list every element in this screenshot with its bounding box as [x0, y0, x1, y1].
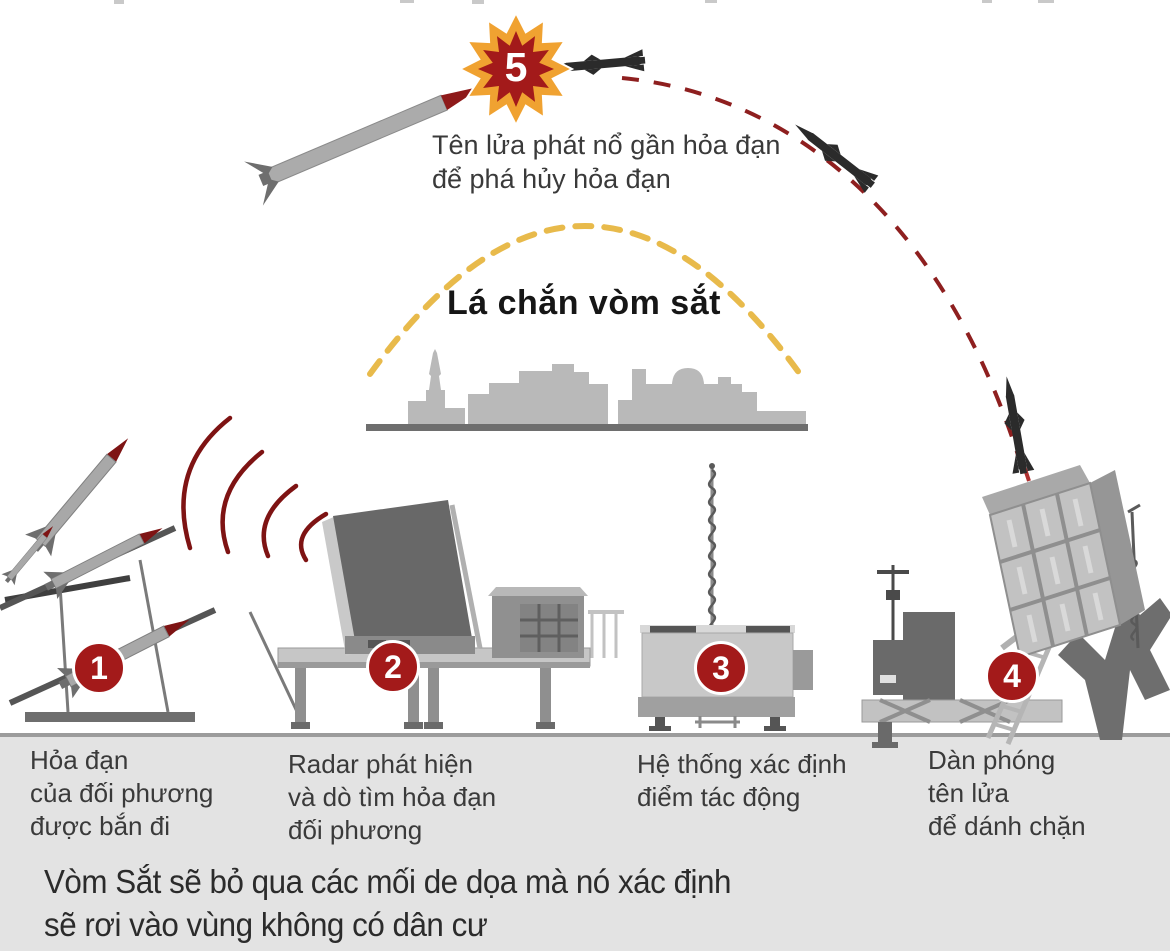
step-4-number: 4 [1003, 657, 1021, 694]
step-2-badge: 2 [366, 640, 420, 694]
step-2-caption: Radar phát hiện và dò tìm hỏa đạn đối ph… [288, 748, 496, 847]
caption-line: để dánh chặn [928, 811, 1086, 841]
step-1-caption: Hỏa đạn của đối phương được bắn đi [30, 744, 213, 843]
footer-statement: Vòm Sắt sẽ bỏ qua các mối de dọa mà nó x… [44, 860, 731, 946]
step-4-caption: Dàn phóng tên lửa để dánh chặn [928, 744, 1086, 843]
cropped-text-artifact [114, 0, 124, 4]
cropped-text-artifact [705, 0, 717, 3]
caption-line: Tên lửa phát nổ gần hỏa đạn [432, 130, 781, 160]
city-skyline-icon [366, 349, 808, 431]
explosion-burst-icon [457, 10, 575, 128]
step-5-caption: Tên lửa phát nổ gần hỏa đạn để phá hủy h… [432, 128, 780, 196]
step-3-number: 3 [712, 649, 730, 686]
cropped-text-artifact [982, 0, 992, 3]
interceptor-launcher-icon [861, 465, 1170, 748]
caption-line: điểm tác động [637, 782, 801, 812]
step-4-badge: 4 [985, 649, 1039, 703]
radar-waves-icon [181, 415, 329, 563]
step-5-number: 5 [504, 44, 528, 90]
step-2-number: 2 [384, 648, 402, 685]
caption-line: Radar phát hiện [288, 749, 474, 779]
interceptor-trajectory [621, 76, 1024, 469]
caption-line: tên lửa [928, 778, 1010, 808]
cropped-text-artifact [400, 0, 414, 3]
caption-line: để phá hủy hỏa đạn [432, 164, 671, 194]
footer-line: Vòm Sắt sẽ bỏ qua các mối de dọa mà nó x… [44, 863, 731, 900]
caption-line: Dàn phóng [928, 745, 1056, 775]
flying-enemy-rocket-icon [0, 426, 142, 588]
step-1-badge: 1 [72, 641, 126, 695]
caption-line: Hệ thống xác định [637, 749, 847, 779]
caption-line: được bắn đi [30, 811, 170, 841]
cropped-text-artifact [472, 0, 484, 4]
dome-title: Lá chắn vòm sắt [447, 284, 721, 322]
dome-arc [367, 223, 803, 377]
ground-band [0, 733, 1170, 951]
cropped-text-artifact [1038, 0, 1054, 3]
step-3-badge: 3 [694, 641, 748, 695]
step-3-caption: Hệ thống xác định điểm tác động [637, 748, 847, 814]
caption-line: và dò tìm hỏa đạn [288, 782, 497, 812]
step-1-number: 1 [90, 649, 108, 686]
caption-line: đối phương [288, 815, 423, 845]
interceptor-rocket-icon [995, 374, 1035, 476]
interceptor-rocket-icon [788, 115, 880, 194]
launcher-support-structure [1058, 583, 1170, 740]
caption-line: Hỏa đạn [30, 745, 129, 775]
caption-line: của đối phương [30, 778, 214, 808]
radar-unit-icon [277, 500, 624, 729]
footer-line: sẽ rơi vào vùng không có dân cư [44, 906, 488, 943]
enemy-rocket-launcher-icon [0, 514, 302, 722]
